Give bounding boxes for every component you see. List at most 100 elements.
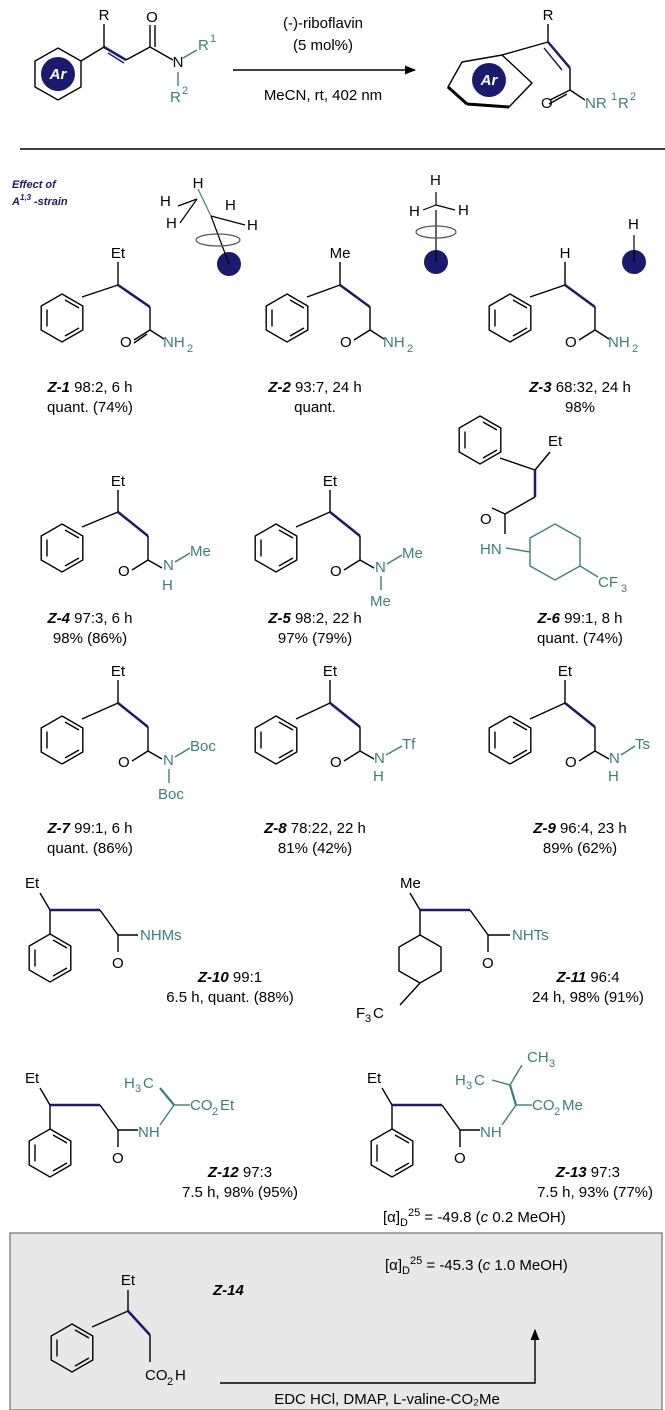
- svg-text:3: 3: [135, 1083, 141, 1095]
- svg-text:Me: Me: [402, 545, 423, 562]
- svg-text:H: H: [175, 1367, 186, 1384]
- svg-text:6.5 h, quant. (88%): 6.5 h, quant. (88%): [166, 989, 294, 1006]
- z3-label: Z-3 68:32, 24 h: [528, 379, 631, 396]
- svg-text:H: H: [193, 175, 204, 192]
- svg-text:Et: Et: [25, 875, 40, 892]
- svg-text:O: O: [118, 754, 130, 771]
- svg-text:O: O: [565, 754, 577, 771]
- svg-text:Et: Et: [111, 473, 126, 490]
- svg-text:CF: CF: [598, 574, 618, 591]
- svg-text:quant. (86%): quant. (86%): [47, 840, 133, 857]
- svg-text:H: H: [160, 193, 171, 210]
- compound-z4: Et O N H Me: [40, 473, 211, 594]
- svg-text:H: H: [560, 245, 571, 262]
- compound-z5: Et O N Me Me: [254, 473, 423, 610]
- reagent-name: (-)-riboflavin: [283, 15, 363, 32]
- svg-text:-strain: -strain: [34, 196, 68, 208]
- svg-text:R: R: [99, 7, 110, 24]
- svg-text:O: O: [330, 563, 342, 580]
- svg-text:Et: Et: [121, 1272, 136, 1289]
- svg-text:98%: 98%: [565, 399, 595, 416]
- z12-label: Z-12 97:3: [207, 1164, 272, 1181]
- starting-material: Ar R O N R 1 R 2: [34, 7, 216, 106]
- svg-text:quant. (74%): quant. (74%): [537, 630, 623, 647]
- compound-z13: Et O NH H 3 C CH 3 CO 2 Me: [367, 1049, 583, 1178]
- svg-text:N: N: [163, 752, 174, 769]
- svg-text:O: O: [565, 334, 577, 351]
- svg-text:2: 2: [182, 85, 188, 97]
- product: Ar R O NR 1 R 2: [446, 7, 636, 112]
- svg-text:H: H: [162, 577, 173, 594]
- ethyl-rotor-icon: H H H H H: [160, 175, 258, 276]
- svg-text:2: 2: [632, 343, 638, 355]
- svg-text:O: O: [340, 334, 352, 351]
- svg-text:CO: CO: [190, 1097, 213, 1114]
- svg-text:Et: Et: [558, 663, 573, 680]
- svg-text:3: 3: [365, 1013, 371, 1025]
- svg-text:97% (79%): 97% (79%): [278, 630, 352, 647]
- svg-text:3: 3: [549, 1058, 555, 1070]
- svg-text:2: 2: [187, 343, 193, 355]
- svg-text:O: O: [120, 334, 132, 351]
- reaction-conditions: MeCN, rt, 402 nm: [264, 87, 382, 104]
- svg-text:Tf: Tf: [402, 736, 416, 753]
- svg-text:Me: Me: [400, 875, 421, 892]
- svg-text:3: 3: [466, 1080, 472, 1092]
- compound-z7: Et O N Boc Boc: [40, 663, 216, 803]
- svg-text:C: C: [474, 1072, 485, 1089]
- compound-z6: Et O HN CF 3: [458, 415, 627, 595]
- svg-text:Et: Et: [323, 473, 338, 490]
- svg-text:89% (62%): 89% (62%): [543, 840, 617, 857]
- ar-label: Ar: [49, 66, 68, 83]
- z14-box: [9, 1232, 663, 1410]
- compound-z3: H O NH 2: [488, 245, 638, 355]
- svg-text:Et: Et: [25, 1070, 40, 1087]
- svg-text:HN: HN: [480, 541, 502, 558]
- z13-label: Z-13 97:3: [555, 1164, 620, 1181]
- svg-text:Et: Et: [367, 1070, 382, 1087]
- svg-text:7.5 h, 98% (95%): 7.5 h, 98% (95%): [182, 1184, 298, 1201]
- svg-text:7.5 h, 93% (77%): 7.5 h, 93% (77%): [537, 1184, 653, 1201]
- z14-label: Z-14: [212, 1282, 245, 1299]
- svg-text:Et: Et: [111, 245, 126, 262]
- svg-text:1: 1: [210, 33, 216, 45]
- svg-text:O: O: [146, 9, 158, 26]
- svg-text:H: H: [225, 197, 236, 214]
- svg-text:2: 2: [630, 91, 636, 103]
- svg-text:quant.: quant.: [294, 399, 336, 416]
- svg-text:R: R: [543, 7, 554, 24]
- hydrogen-icon: H: [622, 216, 646, 274]
- z1-label: Z-1 98:2, 6 h: [46, 379, 132, 396]
- svg-text:2: 2: [167, 1376, 173, 1388]
- svg-text:Et: Et: [220, 1097, 235, 1114]
- svg-text:Et: Et: [548, 433, 563, 450]
- svg-text:R: R: [618, 95, 629, 112]
- z14-conditions: EDC HCl, DMAP, L-valine-CO₂Me: [274, 1391, 500, 1408]
- reagent-loading: (5 mol%): [293, 37, 353, 54]
- compound-z8: Et O N H Tf: [254, 663, 416, 785]
- svg-text:A: A: [11, 196, 20, 208]
- svg-text:R: R: [198, 37, 209, 54]
- svg-text:Et: Et: [111, 663, 126, 680]
- z11-label: Z-11 96:4: [555, 969, 619, 986]
- svg-text:R: R: [170, 89, 181, 106]
- svg-text:NH: NH: [138, 1124, 160, 1141]
- svg-text:quant. (74%): quant. (74%): [47, 399, 133, 416]
- svg-text:N: N: [374, 750, 385, 767]
- svg-text:2: 2: [554, 1106, 560, 1118]
- z2-label: Z-2 93:7, 24 h: [267, 379, 361, 396]
- svg-text:1: 1: [611, 91, 617, 103]
- svg-text:N: N: [609, 750, 620, 767]
- compound-z9: Et O N H Ts: [488, 663, 650, 785]
- svg-text:H: H: [166, 215, 177, 232]
- svg-text:NH: NH: [383, 334, 405, 351]
- svg-text:H: H: [458, 202, 469, 219]
- compound-z1: Et O NH 2: [40, 245, 193, 355]
- z14-optical-rotation: [α]D25 = -45.3 (c 1.0 MeOH): [385, 1255, 568, 1277]
- svg-text:C: C: [373, 1005, 384, 1022]
- z10-label: Z-10 99:1: [197, 969, 262, 986]
- svg-text:O: O: [112, 1150, 124, 1167]
- svg-text:Boc: Boc: [158, 786, 184, 803]
- svg-text:F: F: [356, 1005, 365, 1022]
